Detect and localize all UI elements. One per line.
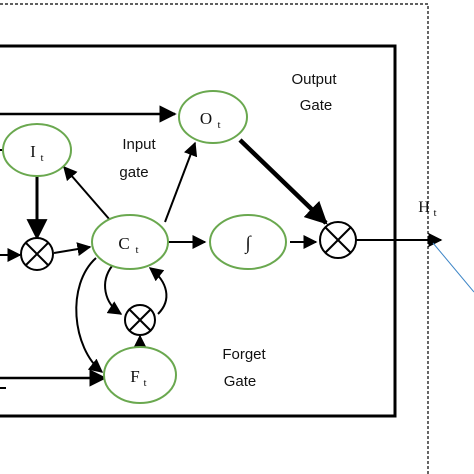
output-multiply-icon [319,221,357,259]
activation-symbol: ∫ [244,233,252,255]
forget-gate-label-line1: Forget [222,346,266,363]
output-gate-label-line1: Output [291,71,337,88]
output-gate-label-line2: Gate [300,97,333,114]
hidden-accent-line [432,242,474,293]
cell-to-multiplier-left [104,265,123,315]
input-gate-label-line1: Input [122,136,156,153]
output-gate-subscript: t [217,119,220,131]
inner-frame [0,44,397,418]
cell-to-input-gate [63,165,111,221]
input-gate-subscript: t [40,152,43,164]
hidden-state-symbol: H [418,199,430,216]
output-gate-node: O t [178,90,248,144]
input-gate-label-line2: gate [119,164,148,181]
output-gate-symbol: O [200,109,212,128]
forget-gate-subscript: t [143,377,146,389]
multiplier-to-cell-right [148,267,168,315]
forget-multiply-icon [124,304,156,336]
cell-state-node: C t [91,214,169,270]
cell-to-forget-loop [75,257,104,373]
input-multiply-icon [20,237,54,271]
cell-state-subscript: t [135,244,138,256]
cell-to-output-gate [164,141,198,223]
output-gate-to-multiplier [238,138,328,225]
multiplier-to-cell [53,242,92,256]
hidden-state-subscript: t [433,207,436,219]
input-gate-node: I t [2,123,72,177]
forget-gate-symbol: F [130,367,139,386]
outer-frame [0,3,429,474]
cell-state-symbol: C [118,234,129,253]
input-gate-symbol: I [30,142,36,161]
activation-node: ∫ [209,214,287,270]
forget-gate-label-line2: Gate [224,373,257,390]
forget-gate-node: F t [103,346,177,404]
